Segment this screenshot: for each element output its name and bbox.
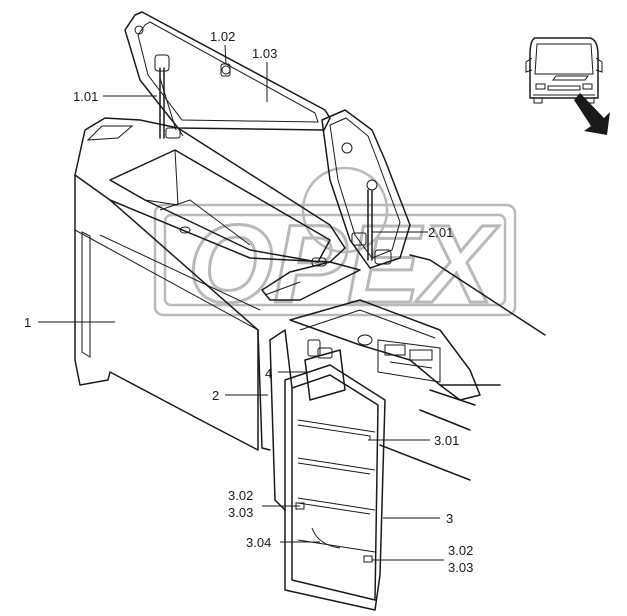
bus-front-icon [525, 37, 603, 104]
lid-latch [221, 65, 231, 75]
label-3: 3 [446, 511, 453, 526]
label-1-02: 1.02 [210, 29, 235, 44]
cabinet [269, 329, 386, 611]
label-4: 4 [265, 366, 272, 381]
label-3-02-bottom: 3.02 [448, 543, 473, 558]
label-1: 1 [24, 315, 31, 330]
label-3-03-bottom: 3.03 [448, 560, 473, 575]
watermark-gear [301, 166, 389, 254]
view-direction-arrow [574, 93, 610, 135]
label-2: 2 [212, 388, 219, 403]
watermark-frame [153, 203, 517, 317]
label-1-01: 1.01 [73, 89, 98, 104]
label-3-03-top: 3.03 [228, 505, 253, 520]
watermark: OPEX [153, 166, 517, 328]
label-3-02-top: 3.02 [228, 488, 253, 503]
label-2-01: 2.01 [428, 225, 453, 240]
middle-box [261, 109, 411, 301]
label-3-01: 3.01 [434, 433, 459, 448]
label-1-03: 1.03 [252, 46, 277, 61]
watermark-inner-frame [163, 213, 507, 307]
label-3-04: 3.04 [246, 535, 271, 550]
part-labels: 1.01 1.02 1.03 1 2 2.01 4 3.01 3.02 3.03… [24, 29, 473, 575]
main-box [74, 54, 346, 451]
leader-lines [38, 44, 444, 561]
leader-1-02 [224, 44, 227, 65]
dash-panel [289, 254, 546, 481]
